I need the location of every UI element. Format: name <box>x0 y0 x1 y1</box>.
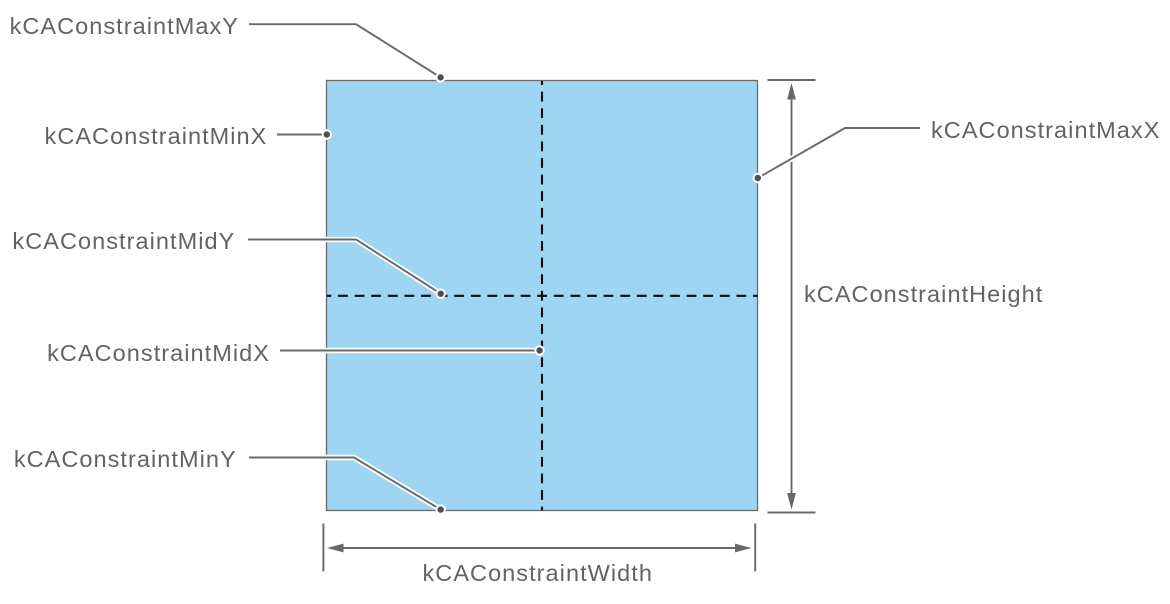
mid-x-dot-icon <box>534 345 545 356</box>
label-min-x: kCAConstraintMinX <box>44 123 268 150</box>
width-arrowhead-left-icon <box>327 543 344 553</box>
label-mid-y: kCAConstraintMidY <box>12 228 236 255</box>
height-dimension <box>767 79 816 514</box>
max-x-leader-casing <box>756 125 920 181</box>
max-y-leader <box>249 23 442 79</box>
max-x-dot-icon <box>752 172 763 184</box>
label-min-y: kCAConstraintMinY <box>13 446 237 473</box>
label-height: kCAConstraintHeight <box>804 281 1044 308</box>
label-mid-x: kCAConstraintMidX <box>47 339 270 366</box>
max-y-leader-casing <box>249 21 443 80</box>
max-x-leader <box>757 127 920 179</box>
mid-y-dot-icon <box>435 288 446 299</box>
height-arrowhead-down-icon <box>787 493 796 510</box>
height-arrowhead-up-icon <box>787 83 796 100</box>
width-dimension <box>322 523 757 572</box>
label-max-y: kCAConstraintMaxY <box>9 12 239 39</box>
min-y-leader <box>249 456 442 511</box>
mid-y-leader <box>248 238 442 295</box>
label-width: kCAConstraintWidth <box>422 560 653 587</box>
min-x-dot-icon <box>321 129 332 140</box>
max-y-dot-icon <box>435 72 446 83</box>
width-arrowhead-right-icon <box>735 543 752 553</box>
leader-lines <box>248 21 920 513</box>
leader-dots <box>321 72 763 515</box>
min-y-dot-icon <box>435 504 446 515</box>
label-max-x: kCAConstraintMaxX <box>931 117 1161 144</box>
